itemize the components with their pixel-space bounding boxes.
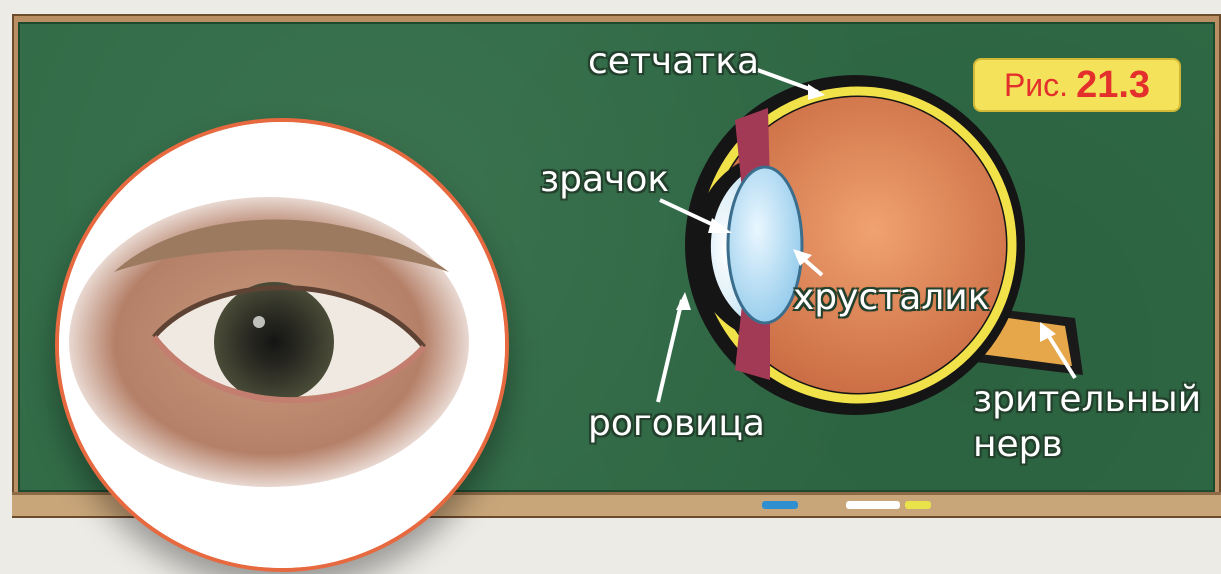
figure-prefix: Рис. <box>1004 67 1068 104</box>
eye-photo <box>59 122 505 568</box>
lens <box>728 167 802 323</box>
label-pupil: зрачок <box>540 160 669 200</box>
label-optic-nerve-line2: нерв <box>973 425 1063 465</box>
cornea-pointer <box>658 300 682 402</box>
label-optic-nerve-line1: зрительный <box>973 380 1201 420</box>
iris-photo <box>214 282 334 402</box>
figure-number: 21.3 <box>1076 64 1150 107</box>
label-cornea: роговица <box>588 404 765 444</box>
eye-photo-circle <box>55 118 509 572</box>
label-retina: сетчатка <box>588 42 759 82</box>
label-lens: хрусталик <box>793 278 989 318</box>
eye-highlight <box>253 316 265 328</box>
figure-number-badge: Рис. 21.3 <box>973 58 1181 112</box>
